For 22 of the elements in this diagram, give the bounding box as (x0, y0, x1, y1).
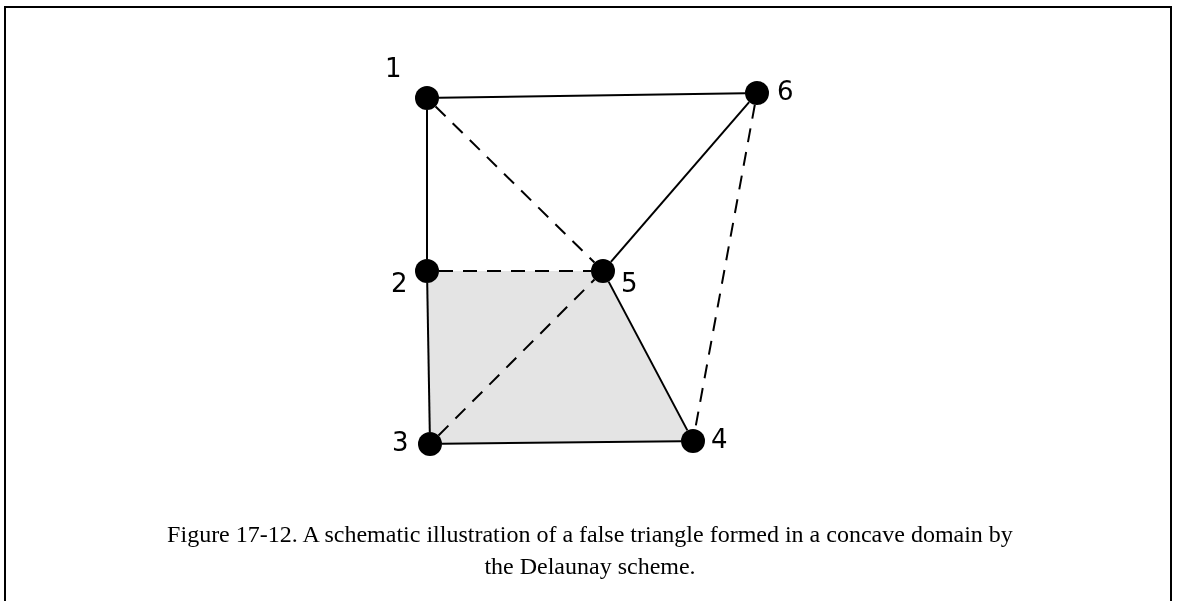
edge-line (438, 92, 746, 99)
point-dot (415, 259, 439, 283)
point-number: 6 (777, 77, 794, 105)
point-dot (681, 429, 705, 453)
point-number: 4 (711, 425, 728, 453)
edge-line (609, 101, 751, 263)
point-dot (745, 81, 769, 105)
point-dot (418, 432, 442, 456)
dashed-line (434, 105, 596, 264)
edge-line (441, 440, 682, 445)
caption: Figure 17-12. A schematic illustration of a false triangle formed in a concave domain by the Delaunay scheme. (166, 520, 1014, 581)
point-number: 1 (385, 54, 402, 82)
edge-line (607, 280, 689, 432)
dashed-line (437, 278, 596, 437)
edge-line (426, 109, 428, 260)
point-number: 3 (392, 428, 409, 456)
point-number: 2 (391, 269, 408, 297)
edge-line (426, 282, 431, 433)
dashed-line (438, 270, 592, 272)
point-number: 5 (621, 269, 638, 297)
point-dot (591, 259, 615, 283)
point-dot (415, 86, 439, 110)
